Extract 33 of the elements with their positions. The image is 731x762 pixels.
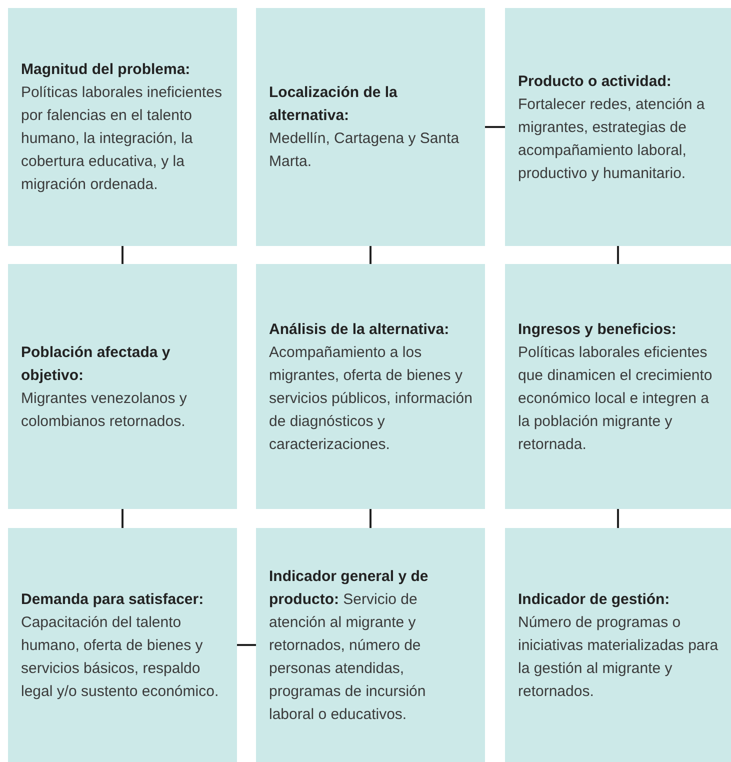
text-card [505,8,731,246]
connector-line [122,509,124,528]
text-card [256,264,485,509]
connector-line [370,246,372,264]
card-heading: Indicador de gestión: [518,590,671,610]
card-heading: Análisis de la alternativa: [269,320,450,340]
card-text: Migrantes venezolanos y colombianos retornados. [21,388,188,432]
card-text: Indicador general y de producto: Servicio de atención al migrante y retornados, número de personas atendidas, programas de incursión laboral o educativos. [269,566,430,724]
connector-line [617,509,619,528]
card-text: Políticas laborales eficientes que dinamicen el crecimiento económico local e integren a la población migrante y retornada. [518,342,714,454]
card-heading: Localización de la alternativa: [269,83,398,126]
text-card [256,8,485,246]
text-card [505,264,731,509]
text-card [8,8,237,246]
connector-line [617,246,619,264]
card-text: Medellín, Cartagena y Santa Marta. [269,129,460,172]
card-text: Capacitación del talento humano, oferta de bienes y servicios básicos, respaldo legal y/o sustento económico. [21,612,220,702]
text-card [256,528,485,762]
connector-line [370,509,372,528]
card-heading: Demanda para satisfacer: [21,590,205,610]
text-card [8,528,237,762]
connector-line [122,246,124,264]
card-text: Magnitud del problema: Políticas laborales ineficientes por falencias en el talento humano, la integración, la cobertura educativa, y la migración ordenada. [21,60,223,195]
card-text: Fortalecer redes, atención a migrantes, estrategias de acompañamiento laboral, productivo y humanitario. [518,94,706,184]
connector-line [485,126,505,128]
card-text: Acompañamiento a los migrantes, oferta de bienes y servicios públicos, información de diagnósticos y caracterizaciones. [269,342,473,454]
text-card [8,264,237,509]
card-text: Número de programas o iniciativas materializadas para la gestión al migrante y retornados. [518,612,719,702]
card-heading: Población afectada y objetivo: [21,342,172,386]
connector-line [237,644,256,646]
card-heading: Producto o actividad: [518,72,672,92]
text-card [505,528,731,762]
card-heading: Ingresos y beneficios: [518,320,678,340]
